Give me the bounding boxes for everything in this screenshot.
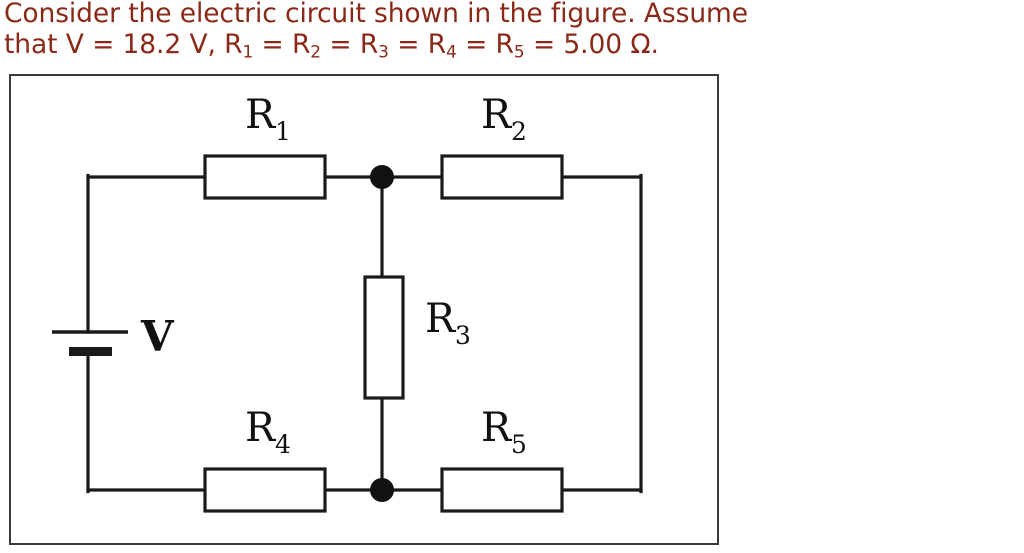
r4-subscript: 4 [446, 41, 457, 62]
r1-subscript: 1 [242, 41, 254, 62]
r5-subscript: 5 [513, 41, 525, 62]
r3-subscript: 3 [378, 41, 389, 62]
label-r3: R 3 [425, 296, 471, 350]
label-r1-subscript: 1 [275, 117, 291, 146]
label-r5: R 5 [481, 405, 527, 459]
r2-subscript: 2 [310, 41, 322, 62]
problem-line-2-part-6: = 5.00 Ω. [524, 29, 659, 60]
resistor-r5-box [440, 467, 564, 513]
problem-statement: Consider the electric circuit shown in t… [4, 0, 1024, 68]
label-r4-subscript: 4 [275, 430, 291, 459]
problem-line-2-part-3: = R [321, 29, 379, 60]
resistor-r1-box [203, 154, 327, 200]
problem-line-2-part-4: = R [388, 29, 447, 60]
label-r4: R 4 [245, 405, 291, 459]
battery-symbol [52, 330, 128, 356]
label-r2-letter: R [481, 92, 513, 138]
label-r3-subscript: 3 [455, 321, 471, 350]
resistor-r4-box [203, 467, 327, 513]
label-r5-subscript: 5 [511, 430, 527, 459]
label-r2: R 2 [481, 92, 527, 146]
circuit-wires [86, 173, 643, 494]
resistor-r2-box [440, 154, 564, 200]
label-r4-letter: R [245, 405, 277, 451]
problem-line-1: Consider the electric circuit shown in t… [4, 0, 748, 29]
problem-line-2: that V = 18.2 V, R1 = R2 = R3 = R4 = R5 … [4, 29, 1024, 68]
junction-node-bottom [370, 478, 394, 502]
problem-line-2-part-1: that V = 18.2 V, R [4, 29, 243, 60]
label-r1: R 1 [245, 92, 291, 146]
junction-node-top [370, 165, 394, 189]
circuit-diagram: V R 1 R 2 R 3 R 4 R [52, 92, 643, 513]
problem-line-2-part-2: = R [253, 29, 311, 60]
resistor-r3-box [363, 275, 405, 400]
label-r1-letter: R [245, 92, 277, 138]
circuit-figure-frame: V R 1 R 2 R 3 R 4 R [9, 74, 719, 545]
problem-line-2-part-5: = R [456, 29, 514, 60]
label-r5-letter: R [481, 405, 513, 451]
label-r3-letter: R [425, 296, 457, 342]
label-r2-subscript: 2 [511, 117, 527, 146]
battery-negative-plate [69, 347, 112, 356]
label-battery-v: V [140, 312, 175, 361]
